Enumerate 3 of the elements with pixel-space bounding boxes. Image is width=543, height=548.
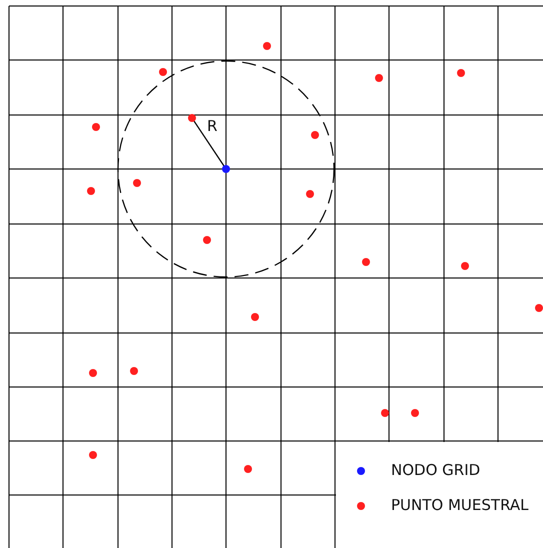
legend-label: NODO GRID [391,463,480,478]
legend-label: PUNTO MUESTRAL [391,498,528,513]
radius-label: R [207,119,218,134]
